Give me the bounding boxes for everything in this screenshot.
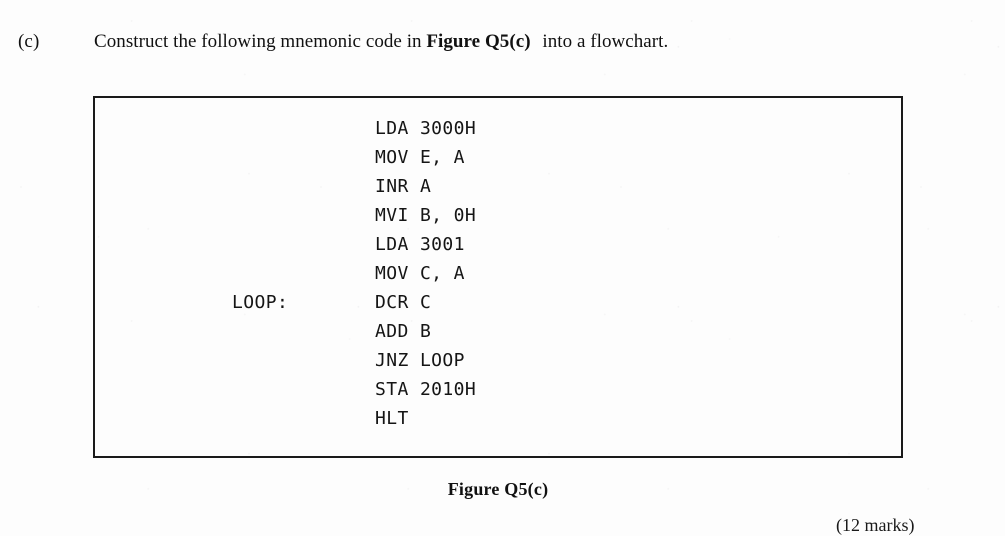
code-line-instruction: LDA 3001: [375, 234, 465, 255]
code-line: MVI B, 0H: [95, 201, 905, 230]
code-line-label: LOOP:: [232, 292, 289, 313]
code-line-instruction: MVI B, 0H: [375, 205, 477, 226]
code-line-loop: LOOP: DCR C: [95, 288, 905, 317]
code-line: MOV C, A: [95, 259, 905, 288]
code-line-instruction: INR A: [375, 176, 432, 197]
question-label: (c): [18, 31, 40, 52]
code-line-instruction: DCR C: [375, 292, 432, 313]
question-text-after: into a flowchart.: [537, 31, 669, 52]
question-text-before: Construct the following mnemonic code in: [94, 31, 427, 52]
code-line-instruction: STA 2010H: [375, 379, 477, 400]
figure-reference: Figure Q5(c): [426, 31, 531, 52]
marks-note: (12 marks): [836, 515, 915, 535]
code-line: LDA 3000H: [95, 114, 905, 143]
code-line: JNZ LOOP: [95, 346, 905, 375]
code-line: HLT: [95, 404, 905, 433]
code-line-instruction: MOV C, A: [375, 263, 465, 284]
code-figure-box: LDA 3000H MOV E, A INR A MVI B, 0H LDA 3…: [93, 96, 903, 458]
code-line: ADD B: [95, 317, 905, 346]
code-line-instruction: MOV E, A: [375, 147, 465, 168]
code-line: INR A: [95, 172, 905, 201]
question-header: (c) Construct the following mnemonic cod…: [0, 28, 1005, 58]
code-line: LDA 3001: [95, 230, 905, 259]
code-line: MOV E, A: [95, 143, 905, 172]
figure-caption: Figure Q5(c): [447, 479, 549, 499]
code-line-instruction: ADD B: [375, 321, 432, 342]
code-line: STA 2010H: [95, 375, 905, 404]
code-line-instruction: HLT: [375, 408, 409, 429]
code-line-instruction: LDA 3000H: [375, 118, 477, 139]
mnemonic-code-listing: LDA 3000H MOV E, A INR A MVI B, 0H LDA 3…: [95, 98, 905, 460]
question-text: Construct the following mnemonic code in…: [94, 28, 668, 56]
code-line-instruction: JNZ LOOP: [375, 350, 465, 371]
